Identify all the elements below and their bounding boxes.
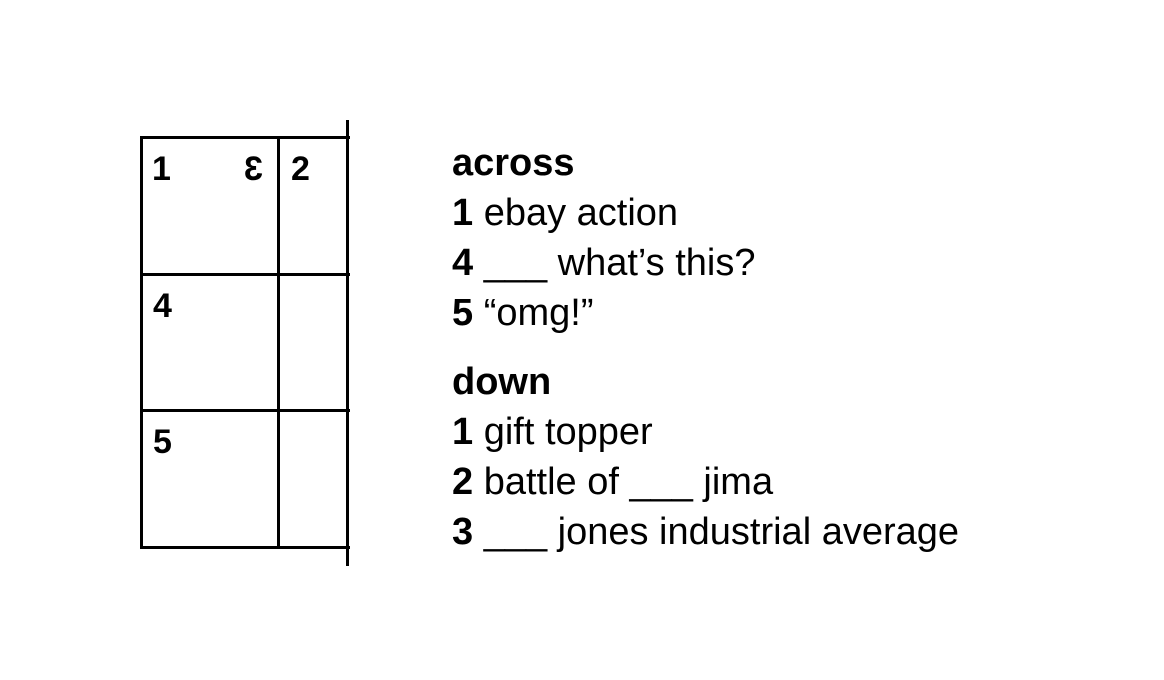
grid-line	[277, 136, 280, 549]
clue-text: ___ jones industrial average	[473, 511, 960, 553]
clue-number: 3	[452, 511, 474, 553]
clue-down-3: 3 ___ jones industrial average	[452, 507, 1132, 557]
clue-text: ebay action	[473, 192, 679, 234]
clue-down-1: 1 gift topper	[452, 407, 1132, 457]
clue-number: 4	[452, 242, 474, 284]
grid-line	[140, 546, 350, 549]
clue-list: across 1 ebay action 4 ___ what’s this? …	[452, 138, 1132, 557]
cell-number-1: 1	[152, 150, 171, 188]
grid-line-extended	[346, 120, 349, 566]
clue-across-4: 4 ___ what’s this?	[452, 238, 1132, 288]
clue-across-1: 1 ebay action	[452, 188, 1132, 238]
grid-line	[140, 409, 350, 412]
clue-text: gift topper	[473, 411, 653, 453]
across-section: across 1 ebay action 4 ___ what’s this? …	[452, 138, 1132, 338]
clue-down-2: 2 battle of ___ jima	[452, 457, 1132, 507]
clue-text: battle of ___ jima	[473, 461, 774, 503]
across-heading: across	[452, 142, 575, 184]
cell-number-2: 2	[291, 150, 310, 188]
grid-line	[140, 136, 350, 139]
clue-text: “omg!”	[473, 292, 594, 334]
clue-text: ___ what’s this?	[473, 242, 756, 284]
grid-line	[140, 273, 350, 276]
clue-number: 1	[452, 192, 474, 234]
clue-number: 2	[452, 461, 474, 503]
grid-line	[140, 136, 143, 549]
clue-number: 1	[452, 411, 474, 453]
cell-number-3-mirrored: 3	[244, 150, 263, 188]
crossword-grid: 1 3 2 4 5	[140, 120, 350, 566]
down-heading: down	[452, 361, 552, 403]
down-section: down 1 gift topper 2 battle of ___ jima …	[452, 357, 1132, 557]
cell-number-5: 5	[153, 423, 172, 461]
clue-number: 5	[452, 292, 474, 334]
clue-across-5: 5 “omg!”	[452, 288, 1132, 338]
cell-number-4: 4	[153, 287, 172, 325]
